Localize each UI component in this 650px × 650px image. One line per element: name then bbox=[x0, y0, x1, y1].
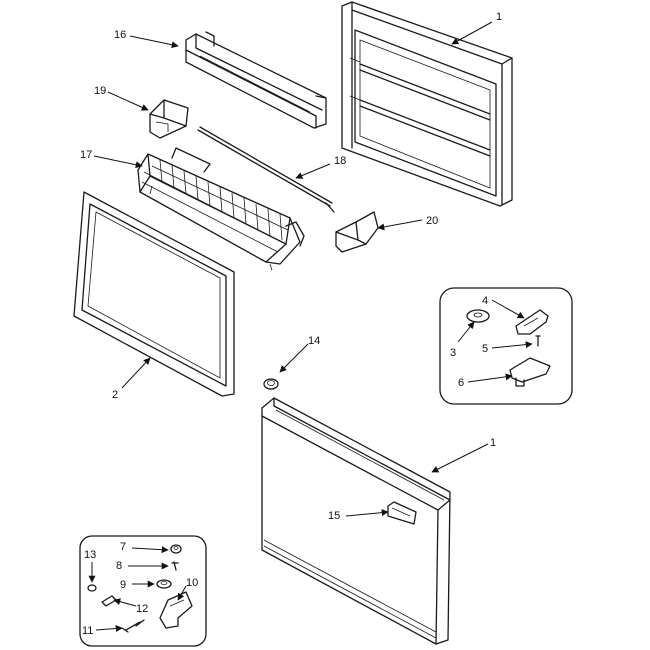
callout-labels: 1 16 19 17 18 20 2 14 1 15 4 3 5 6 7 8 9… bbox=[80, 11, 502, 637]
callout-13: 13 bbox=[84, 549, 96, 561]
callout-1-top: 1 bbox=[496, 11, 502, 23]
callout-4: 4 bbox=[482, 295, 488, 307]
callout-14: 14 bbox=[308, 335, 320, 347]
leader-lines bbox=[88, 21, 533, 632]
callout-19: 19 bbox=[94, 85, 106, 97]
nameplate bbox=[387, 501, 417, 525]
freezer-door-inner bbox=[341, 1, 513, 207]
callout-18: 18 bbox=[334, 155, 346, 167]
door-shelf-bin bbox=[185, 31, 327, 129]
callout-8: 8 bbox=[116, 560, 122, 572]
wire-basket bbox=[137, 147, 305, 271]
hinge-inset-left bbox=[79, 535, 207, 647]
callout-15: 15 bbox=[328, 510, 340, 522]
callout-2: 2 bbox=[112, 389, 118, 401]
bin-support-left bbox=[149, 99, 189, 139]
callout-6: 6 bbox=[458, 377, 464, 389]
callout-16: 16 bbox=[114, 29, 126, 41]
bin-support-right bbox=[335, 211, 379, 253]
callout-20: 20 bbox=[426, 215, 438, 227]
callout-9: 9 bbox=[120, 579, 126, 591]
callout-1-bottom: 1 bbox=[490, 437, 496, 449]
door-gasket bbox=[73, 191, 235, 397]
callout-11: 11 bbox=[82, 625, 93, 637]
callout-17: 17 bbox=[80, 149, 92, 161]
callout-7: 7 bbox=[120, 541, 126, 553]
callout-10: 10 bbox=[186, 577, 198, 589]
shelf-rod bbox=[197, 126, 335, 213]
callout-12: 12 bbox=[136, 603, 148, 615]
callout-5: 5 bbox=[482, 343, 488, 355]
plug bbox=[263, 378, 279, 390]
callout-3: 3 bbox=[450, 347, 456, 359]
fresh-food-door bbox=[261, 397, 451, 645]
